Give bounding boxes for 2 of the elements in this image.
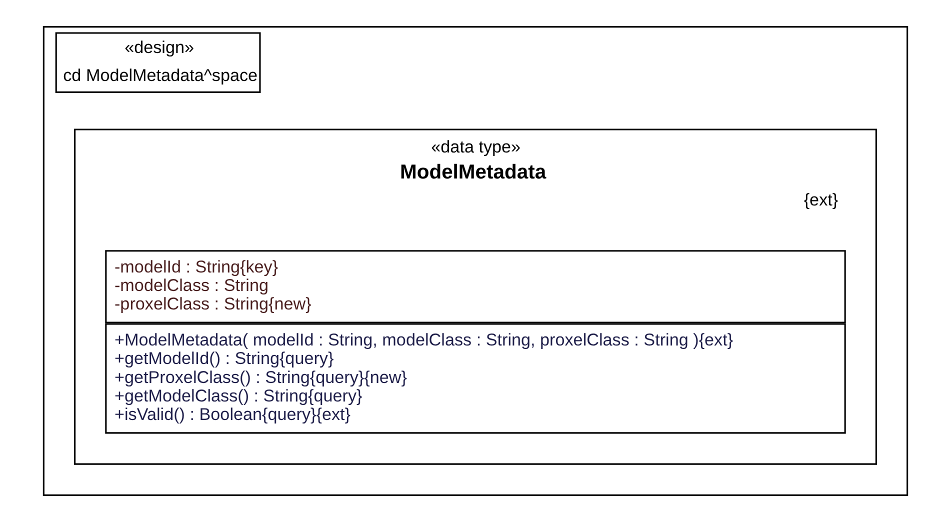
node-box: +ModelMetadata( modelId : String, modelClass : String, proxelClass : String ){ext} +getModelId() : String{query} +getProxelClass() : String{query}{new} +getModelClass() : String{query} +isValid() : Boolean{query}{ext} [105,323,846,434]
node-box: -modelId : String{key} -modelClass : String -proxelClass : String{new} [105,250,846,324]
